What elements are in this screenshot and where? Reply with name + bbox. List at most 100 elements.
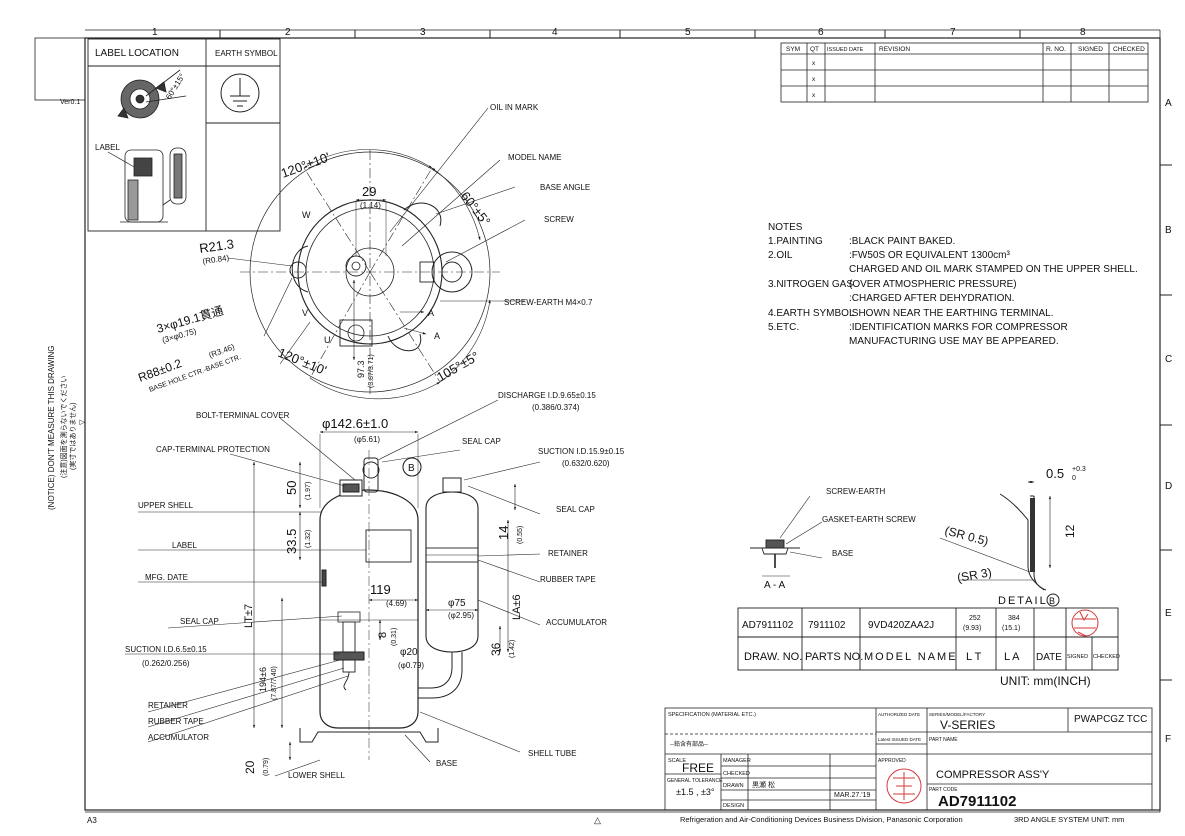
rubber-tape-left-label: RUBBER TAPE — [148, 717, 204, 726]
rev-header-signed: SIGNED — [1078, 46, 1103, 53]
footer-angle-system: 3RD ANGLE SYSTEM UNIT: mm — [1014, 815, 1124, 824]
detail-b-callout — [402, 457, 422, 477]
label-label: LABEL — [172, 541, 197, 550]
tb-spec-label: SPECIFICATION (MATERIAL ETC.) — [668, 712, 756, 718]
parts-model-name: 9VD420ZAA2J — [868, 620, 934, 631]
detail-b-title: DETAIL — [998, 595, 1048, 607]
detail-b-title-letter: B — [1049, 596, 1055, 606]
parts-lt-inch: (9.93) — [963, 625, 981, 632]
parts-header-signed: SIGNED — [1067, 654, 1088, 660]
tb-scale-value: FREE — [682, 761, 714, 775]
dim-14-inch: (0.55) — [517, 526, 524, 544]
dim-36-inch: (1.42) — [509, 640, 516, 658]
label-location-title: LABEL LOCATION — [95, 48, 179, 59]
side-note-jp2: (実寸ではありません) — [68, 403, 77, 470]
retainer-right-label: RETAINER — [548, 549, 588, 558]
tb-part-name: COMPRESSOR ASS'Y — [936, 769, 1050, 781]
title-block: SPECIFICATION (MATERIAL ETC.) --鉛含有部品-- … — [664, 707, 1153, 811]
parts-header-date: DATE — [1036, 652, 1062, 663]
note-2-value: :FW50S OR EQUIVALENT 1300cm³ — [849, 250, 1010, 261]
zone-row-f: F — [1165, 734, 1171, 745]
note-3-value: (OVER ATMOSPHERIC PRESSURE) — [849, 279, 1017, 290]
tb-tol-label: GENERAL TOLERANCE — [667, 778, 723, 784]
base-label: BASE — [436, 759, 457, 768]
tb-part-code: AD7911102 — [938, 793, 1016, 810]
dim-8: 8 — [377, 632, 389, 638]
note-1-key: 1.PAINTING — [768, 236, 823, 247]
red-stamp-approved — [886, 768, 922, 804]
label-location-top-sketch — [117, 69, 187, 119]
note-4-value: :SHOWN NEAR THE EARTHING TERMINAL. — [849, 308, 1053, 319]
dim-8-inch: (0.31) — [391, 628, 398, 646]
dim-119: 119 — [370, 582, 391, 597]
aa-screw-earth-label: SCREW-EARTH — [826, 487, 885, 496]
aa-title: A - A — [764, 580, 785, 591]
rev-header-sym: SYM — [786, 46, 800, 53]
parts-header-lt: L T — [966, 651, 982, 663]
zone-row-d: D — [1165, 481, 1172, 492]
detail-b-sr3: (SR 3) — [956, 565, 993, 585]
parts-header-la: L A — [1004, 651, 1020, 663]
suction-top-inch: (0.632/0.620) — [562, 459, 610, 468]
detail-b-dim-12: 12 — [1063, 524, 1077, 538]
accumulator-top — [431, 251, 473, 293]
dim-33-inch: (1.32) — [305, 530, 312, 548]
tb-series-label: SERIES/MODEL/FACTORY — [929, 712, 985, 717]
section-a-upper: A — [434, 331, 440, 341]
shell-label — [365, 529, 412, 563]
zone-col-8: 8 — [1080, 27, 1086, 38]
dim-33: 33.5 — [284, 529, 299, 554]
detail-b-title-mark — [1046, 593, 1060, 607]
parts-header-model-name: MODEL NAME — [864, 651, 958, 663]
tb-tol-value: ±1.5 , ±3° — [676, 787, 715, 797]
terminal-v: V — [302, 308, 308, 318]
tb-drawn-date: MAR.27.'19 — [834, 792, 870, 799]
dim-50: 50 — [284, 481, 299, 495]
tb-authorized: AUTHORIZED DATE — [878, 712, 920, 717]
upper-shell-label: UPPER SHELL — [138, 501, 194, 510]
rev-row-2-qt: x — [812, 76, 816, 83]
side-notice: (NOTICE) DON'T MEASURE THIS DRAWING (注意)… — [47, 346, 86, 511]
discharge-inch: (0.386/0.374) — [532, 403, 580, 412]
dim-20-inch: (φ0.79) — [398, 661, 424, 670]
dim-29: 29 — [362, 184, 376, 199]
note-3-cont: :CHARGED AFTER DEHYDRATION. — [849, 293, 1014, 304]
triangle-mark: △ — [594, 815, 601, 825]
label-location-box: LABEL LOCATION EARTH SYMBOL 60°±15° LABE… — [87, 38, 281, 232]
rev-header-rno: R. NO. — [1046, 46, 1066, 53]
accumulator-body — [425, 491, 479, 653]
note-1-value: :BLACK PAINT BAKED. — [849, 236, 955, 247]
note-3-key: 3.NITROGEN GAS — [768, 279, 853, 290]
parts-header-checked: CHECKED — [1093, 654, 1120, 660]
zone-col-2: 2 — [285, 27, 291, 38]
note-2-cont: CHARGED AND OIL MARK STAMPED ON THE UPPE… — [849, 264, 1138, 275]
dim-75: φ75 — [448, 598, 466, 609]
zone-row-b: B — [1165, 225, 1172, 236]
revision-table: SYM QT ISSUED DATE REVISION R. NO. SIGNE… — [780, 42, 1149, 103]
dim-97-inch: (3.87/3.71) — [368, 354, 375, 388]
zone-col-5: 5 — [685, 27, 691, 38]
sheet-size: A3 — [87, 816, 97, 825]
section-a-lower: A — [428, 308, 434, 318]
label-word: LABEL — [95, 143, 120, 152]
tb-checked: CHECKED — [723, 771, 750, 777]
parts-header-draw-no: DRAW. NO. — [744, 651, 802, 663]
shell-tube-label: SHELL TUBE — [528, 749, 576, 758]
notes-title: NOTES — [768, 222, 803, 233]
dim-194-inch: (7.87/7.40) — [271, 666, 278, 700]
zone-col-3: 3 — [420, 27, 426, 38]
seal-cap-left-label: SEAL CAP — [180, 617, 219, 626]
zone-row-e: E — [1165, 608, 1172, 619]
tb-scale-label: SCALE — [668, 758, 686, 764]
note-4-key: 4.EARTH SYMBOL — [768, 308, 855, 319]
dim-14: 14 — [496, 526, 511, 540]
side-note-jp1: (注意)図面を測らないでください — [59, 376, 68, 478]
lower-shell-label: LOWER SHELL — [288, 771, 345, 780]
side-note-jp3: ▽ — [79, 419, 86, 425]
top-angle-60: 60°±5° — [458, 189, 494, 229]
parts-la: 384 — [1008, 615, 1020, 622]
mfg-date-label: MFG. DATE — [145, 573, 188, 582]
dim-142: φ142.6±1.0 — [322, 416, 388, 431]
top-angle-120-bottom: 120°±10' — [276, 345, 329, 378]
zone-row-c: C — [1165, 354, 1172, 365]
